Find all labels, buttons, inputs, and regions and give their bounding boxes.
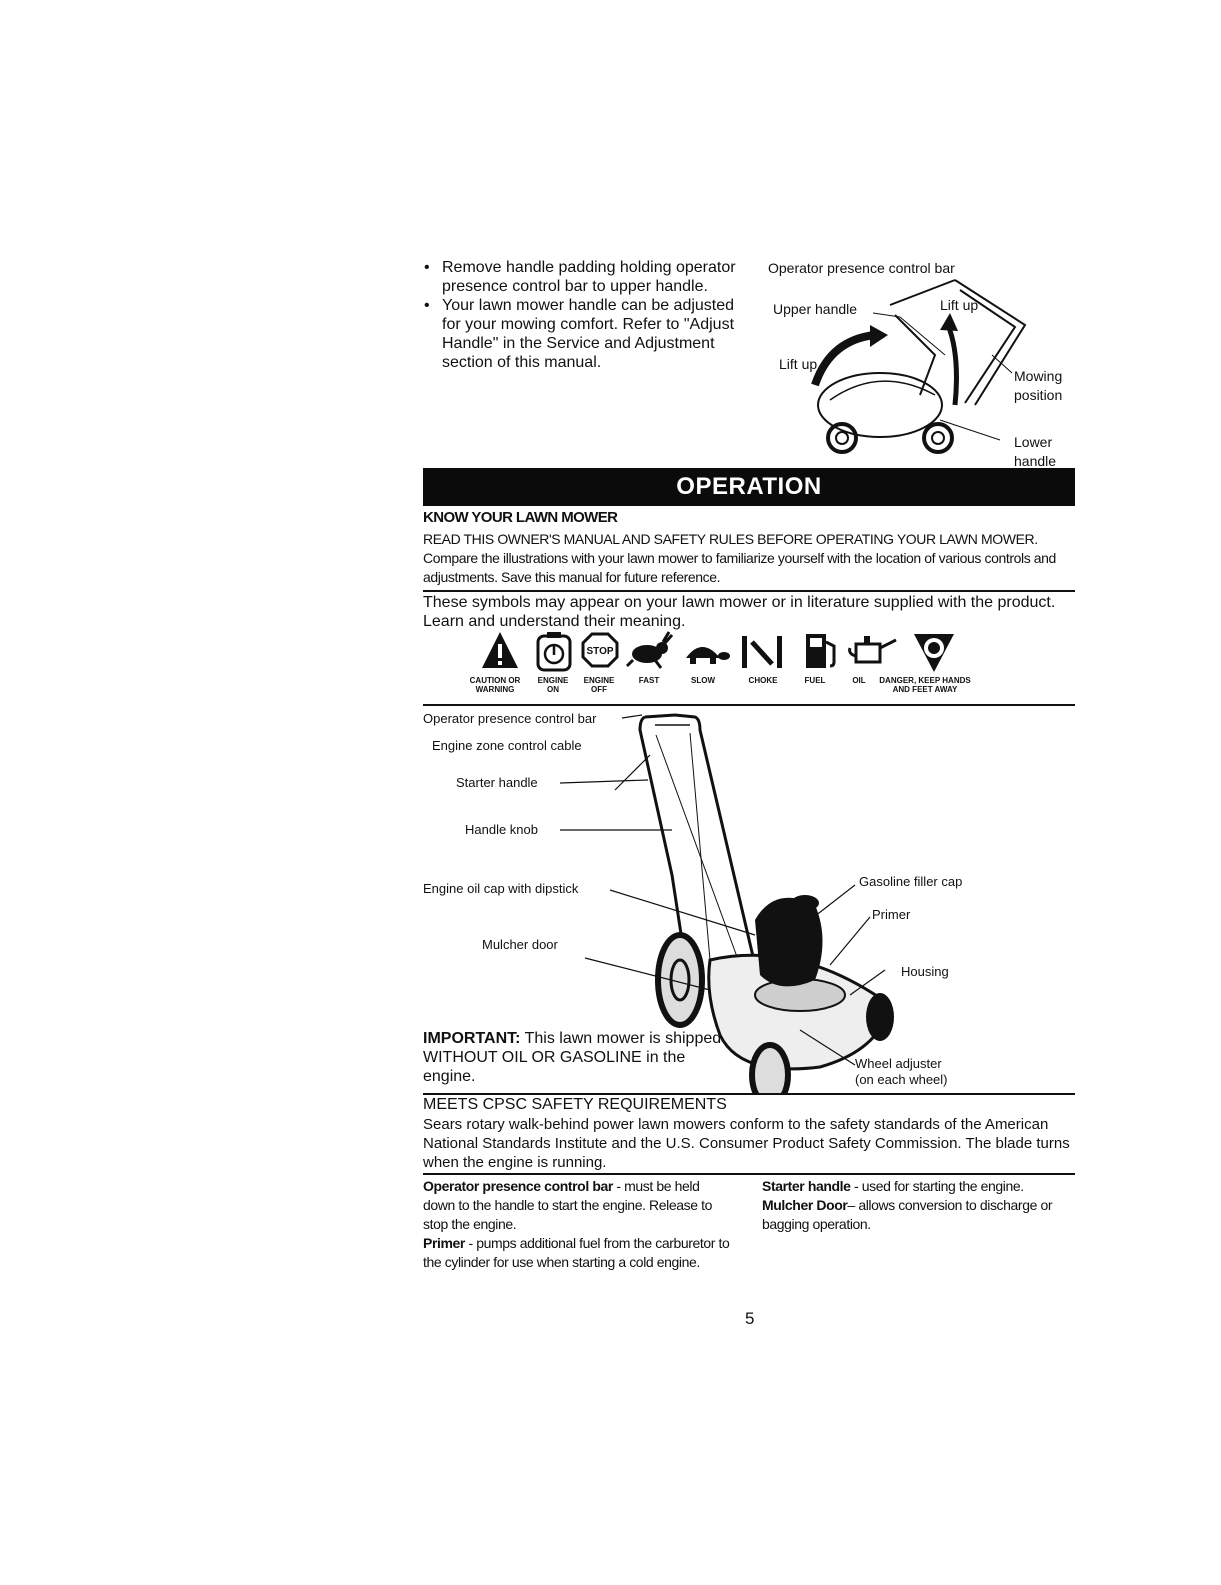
oil-can-icon [848,636,897,664]
definition-item: Operator presence control bar - must be … [423,1177,733,1234]
label-lift-up-left: Lift up [779,356,818,372]
blade-hazard-icon [914,634,954,672]
label-lift-up-right: Lift up [940,297,979,313]
label-wheel-adjuster: Wheel adjuster [855,1056,942,1071]
important-note: IMPORTANT: This lawn mower is shipped WI… [423,1029,733,1086]
definition-text: - must be held down to the handle to sta… [423,1178,712,1232]
cpsc-text: Sears rotary walk-behind power lawn mowe… [423,1116,1070,1171]
symbol-label: FUEL [804,676,826,685]
symbol-label: CAUTION OR WARNING [469,676,521,694]
label-housing: Housing [901,964,949,979]
stop-icon: STOP [581,632,619,668]
label-primer: Primer [872,907,911,922]
divider [423,590,1075,592]
divider [423,1173,1075,1175]
symbols-intro: These symbols may appear on your lawn mo… [423,594,1056,630]
label-mulcher-door: Mulcher door [482,937,558,952]
label-starter-handle: Starter handle [456,775,538,790]
lawn-mower-diagram [560,713,894,1095]
read-manual-notice: READ THIS OWNER'S MANUAL AND SAFETY RULE… [423,530,1083,587]
bullet-item: Remove handle padding holding operator p… [424,258,752,296]
symbol-label: OIL [852,676,866,685]
choke-icon [742,636,782,668]
definition-term: Operator presence control bar [423,1178,613,1194]
label-mowing-position: Mowing position [1014,368,1063,403]
symbol-label: FAST [638,676,660,685]
symbol-label: ENGINE OFF [583,676,615,694]
label-engine-oil-cap: Engine oil cap with dipstick [423,881,579,896]
definition-item: Mulcher Door– allows conversion to disch… [762,1196,1082,1234]
definition-text: – allows conversion to discharge or bagg… [762,1197,1053,1232]
turtle-icon [686,647,730,664]
label-handle-knob: Handle knob [465,822,538,837]
definition-item: Starter handle - used for starting the e… [762,1177,1082,1196]
handle-adjust-diagram [811,279,1027,454]
label-upper-handle: Upper handle [773,301,858,317]
symbol-label: ENGINE ON [537,676,569,694]
label-operator-presence-bar-main: Operator presence control bar [423,711,597,726]
label-lower-handle: Lower handle [1014,434,1057,469]
definition-term: Primer [423,1235,465,1251]
label-engine-zone-cable: Engine zone control cable [432,738,582,753]
divider [423,1093,1075,1095]
definitions-right: Starter handle - used for starting the e… [762,1177,1082,1234]
symbol-label: SLOW [691,676,715,685]
definition-term: Starter handle [762,1178,851,1194]
symbol-label: DANGER, KEEP HANDS AND FEET AWAY [879,676,971,694]
important-text: This lawn mower is shipped WITHOUT OIL O… [423,1030,722,1085]
label-gasoline-cap: Gasoline filler cap [859,874,963,889]
definition-term: Mulcher Door [762,1197,848,1213]
fuel-pump-icon [806,634,836,668]
label-operator-presence-bar: Operator presence control bar [768,260,955,276]
rabbit-icon [625,631,673,669]
divider [423,704,1075,706]
definitions-left: Operator presence control bar - must be … [423,1177,733,1272]
page-number: 5 [745,1309,755,1328]
cpsc-heading: MEETS CPSC SAFETY REQUIREMENTS [423,1096,727,1113]
symbol-label: CHOKE [748,676,778,685]
definition-item: Primer - pumps additional fuel from the … [423,1234,733,1272]
engine-on-icon [536,632,572,672]
read-notice-caps: READ THIS OWNER'S MANUAL AND SAFETY RULE… [423,531,978,547]
safety-symbols: STOP CAUTION OR WARNING ENGINE ON ENGINE… [470,630,990,694]
section-banner: OPERATION [423,468,1075,506]
important-label: IMPORTANT: [423,1030,521,1047]
svg-text:STOP: STOP [586,646,613,657]
definition-text: - pumps additional fuel from the carbure… [423,1235,730,1270]
handle-instructions: Remove handle padding holding operator p… [422,258,752,372]
read-notice-mower: MOWER. [981,531,1038,547]
label-wheel-adjuster-note: (on each wheel) [855,1072,948,1087]
section-heading: KNOW YOUR LAWN MOWER [423,509,618,526]
read-notice-body: Compare the illustrations with your lawn… [423,550,1056,585]
warning-triangle-icon [482,632,518,668]
bullet-item: Your lawn mower handle can be adjusted f… [424,296,752,372]
definition-text: - used for starting the engine. [850,1178,1024,1194]
